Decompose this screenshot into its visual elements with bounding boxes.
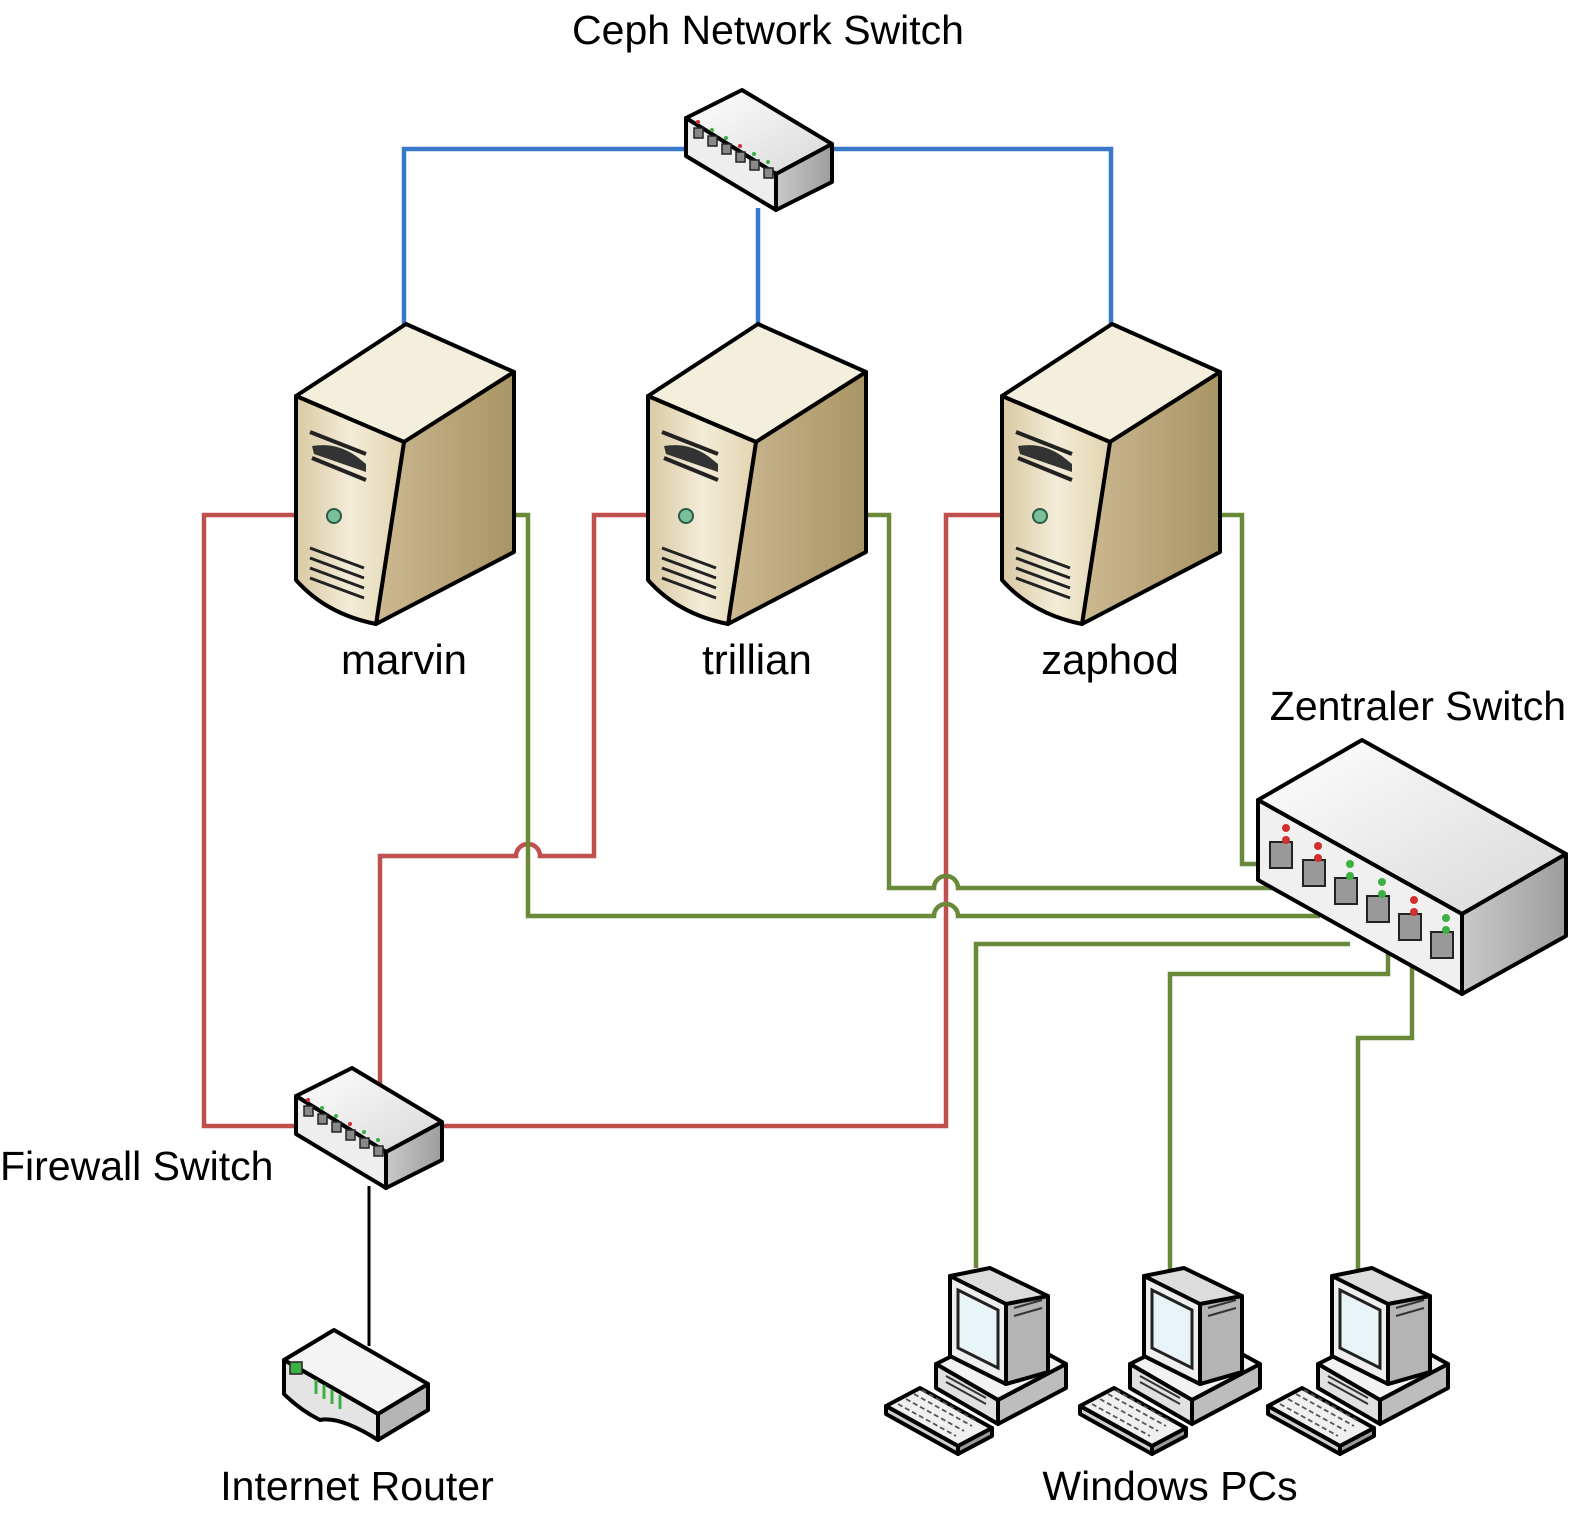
server-trillian-label: trillian	[702, 636, 812, 683]
firewall-links	[201, 512, 1004, 1129]
server-marvin-label: marvin	[341, 636, 467, 683]
server-zaphod-label: zaphod	[1041, 636, 1179, 683]
ceph-links	[401, 146, 1114, 338]
ceph-switch-label: Ceph Network Switch	[572, 7, 964, 53]
lan-links	[514, 512, 1415, 1270]
windows-pc-3-icon[interactable]	[1266, 1266, 1450, 1456]
windows-pcs-label: Windows PCs	[1042, 1463, 1297, 1509]
windows-pc-1-icon[interactable]	[884, 1266, 1068, 1456]
firewall-switch-icon[interactable]	[294, 1066, 444, 1190]
internet-router-icon[interactable]	[282, 1328, 430, 1442]
ceph-switch-icon[interactable]	[684, 88, 834, 212]
firewall-switch-label: Firewall Switch	[0, 1143, 273, 1189]
central-switch-label: Zentraler Switch	[1270, 683, 1566, 729]
internet-router-label: Internet Router	[220, 1463, 494, 1509]
server-trillian-icon[interactable]	[646, 322, 868, 626]
server-zaphod-icon[interactable]	[1000, 322, 1222, 626]
central-switch-icon[interactable]	[1256, 738, 1568, 996]
windows-pc-2-icon[interactable]	[1078, 1266, 1262, 1456]
server-marvin-icon[interactable]	[294, 322, 516, 626]
